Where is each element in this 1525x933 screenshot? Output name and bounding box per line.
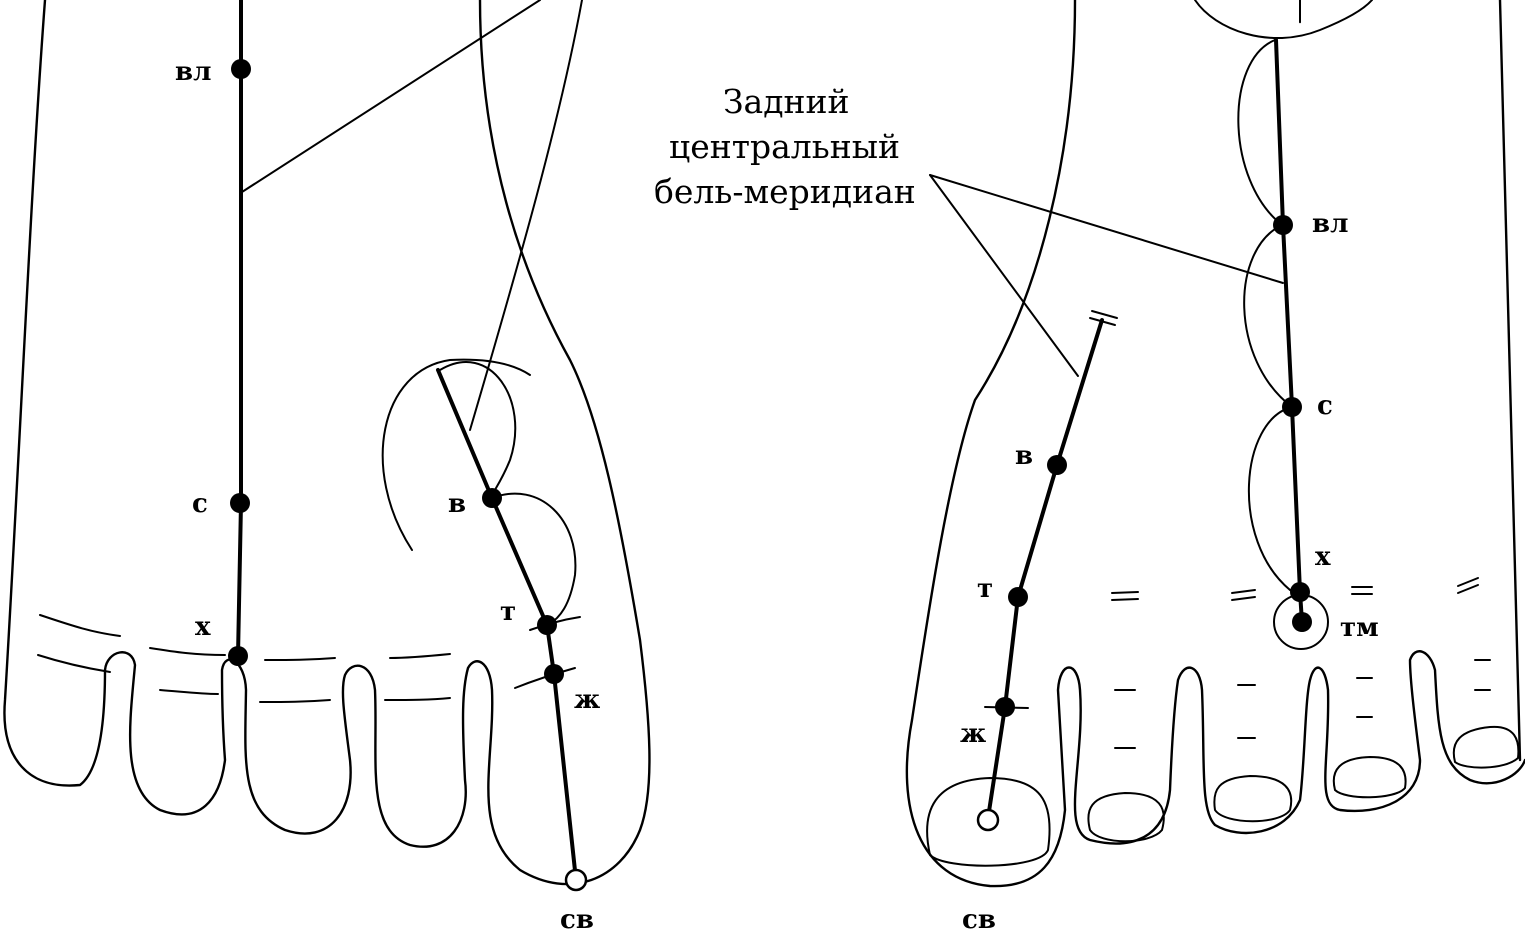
left-point-t xyxy=(537,615,557,635)
title-line-3: бель-меридиан xyxy=(654,172,916,211)
left-point-vl xyxy=(231,59,251,79)
left-crease-2 xyxy=(37,654,111,673)
right-meridian-1-tick-a xyxy=(1089,317,1116,326)
pointer-line-left xyxy=(929,174,1079,377)
left-crease-9 xyxy=(514,667,576,689)
right-meridian-1-tick-b xyxy=(1091,310,1118,319)
right-point-h xyxy=(1290,582,1310,602)
right-point-vl xyxy=(1273,215,1293,235)
left-foot-outline xyxy=(3,0,651,886)
left-point-zh xyxy=(544,664,564,684)
left-points xyxy=(228,59,588,892)
right-toenail-4 xyxy=(1332,755,1407,799)
right-toenail-3 xyxy=(1213,774,1293,823)
pointer-line-right xyxy=(929,174,1284,284)
right-label-h: х xyxy=(1315,542,1331,572)
left-label-h: х xyxy=(195,612,211,642)
right-dash-7 xyxy=(1356,677,1373,718)
right-toenail-2 xyxy=(1087,791,1165,843)
right-tendon-1 xyxy=(1237,39,1283,226)
right-label-v: в xyxy=(1015,441,1033,471)
right-ankle-top xyxy=(1194,0,1373,39)
left-label-s: с xyxy=(192,489,208,519)
right-point-t xyxy=(1008,587,1028,607)
right-dash-6 xyxy=(1237,684,1256,739)
right-label-t: т xyxy=(977,574,993,604)
left-meridian-1 xyxy=(236,0,243,658)
right-foot xyxy=(905,0,1525,888)
right-label-sv: св xyxy=(962,905,996,933)
left-loop-2 xyxy=(491,492,577,626)
right-points xyxy=(976,215,1312,832)
left-label-t: т xyxy=(500,597,516,627)
right-big-toenail xyxy=(926,776,1051,867)
left-point-s xyxy=(230,493,250,513)
right-dash-3 xyxy=(1351,586,1373,595)
right-label-vl: вл xyxy=(1312,209,1348,239)
left-point-h xyxy=(228,646,248,666)
right-foot-outer-edge xyxy=(1498,0,1522,762)
right-label-zh: ж xyxy=(960,719,986,749)
right-tendon-2 xyxy=(1243,224,1293,408)
right-dash-5 xyxy=(1114,689,1136,749)
left-label-v: в xyxy=(448,489,466,519)
left-crease-1 xyxy=(39,614,121,637)
right-point-zh xyxy=(995,697,1015,717)
left-ankle-arc xyxy=(381,358,531,551)
left-labels: вл с х в т ж св xyxy=(175,57,600,933)
left-crease-8 xyxy=(384,697,451,701)
left-label-zh: ж xyxy=(574,685,600,715)
right-meridian-1 xyxy=(986,318,1104,820)
right-point-v xyxy=(1047,455,1067,475)
right-labels: вл с х тм в т ж св xyxy=(960,209,1379,933)
left-ankle-loop xyxy=(439,361,517,499)
left-label-vl: вл xyxy=(175,57,211,87)
right-point-sv xyxy=(976,808,1000,832)
title-line-2: центральный xyxy=(669,127,900,166)
left-crease-4 xyxy=(159,689,219,695)
right-label-tm: тм xyxy=(1340,613,1379,643)
right-dash-2 xyxy=(1231,589,1256,601)
right-tendon-3 xyxy=(1248,406,1293,591)
right-toenail-5 xyxy=(1452,725,1520,769)
left-label-sv: св xyxy=(560,905,594,933)
right-dash-8 xyxy=(1474,659,1491,691)
right-dash-1 xyxy=(1111,591,1139,601)
right-foot-inner-edge xyxy=(905,0,1525,888)
right-label-s: с xyxy=(1317,391,1333,421)
left-crease-6 xyxy=(259,699,331,703)
left-foot xyxy=(3,0,651,886)
left-crease-7 xyxy=(389,653,451,659)
left-pointer-line xyxy=(241,0,541,193)
left-crease-5 xyxy=(264,657,336,661)
right-dash-4 xyxy=(1457,577,1479,594)
right-point-tm xyxy=(1292,612,1312,632)
right-point-s xyxy=(1282,397,1302,417)
left-point-sv xyxy=(564,868,588,892)
left-cross-line xyxy=(469,0,583,431)
diagram-title: Задний центральный бель-меридиан xyxy=(654,82,916,211)
right-meridian-2 xyxy=(1274,38,1304,624)
title-line-1: Задний xyxy=(723,82,850,121)
left-crease-3 xyxy=(149,647,226,656)
left-point-v xyxy=(482,488,502,508)
